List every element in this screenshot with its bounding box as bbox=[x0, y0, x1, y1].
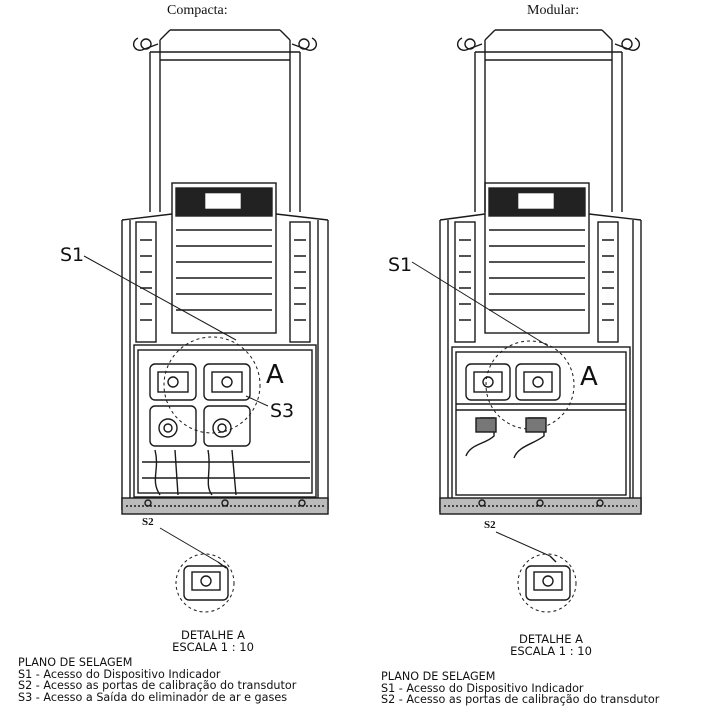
plan-item-s1: S1 - Acesso do Dispositivo Indicador bbox=[18, 667, 221, 681]
sealing-plan-compacta: PLANO DE SELAGEM S1 - Acesso do Disposit… bbox=[18, 657, 296, 703]
detail-scale: ESCALA 1 : 10 bbox=[510, 644, 592, 658]
plan-item-s2: S2 - Acesso as portas de calibração do t… bbox=[381, 693, 660, 707]
label-a-modular: A bbox=[580, 362, 598, 392]
plan-title: PLANO DE SELAGEM bbox=[18, 656, 133, 669]
plan-item-s2: S2 - Acesso as portas de calibração do t… bbox=[18, 679, 297, 693]
label-s3-compacta: S3 bbox=[270, 400, 295, 422]
plan-item-s3: S3 - Acesso a Saída do eliminador de ar … bbox=[18, 690, 288, 704]
detail-title: DETALHE A bbox=[181, 628, 245, 642]
label-s1-compacta: S1 bbox=[60, 244, 85, 266]
label-s2-compacta: S2 bbox=[142, 516, 154, 528]
detail-a-modular bbox=[517, 553, 577, 613]
detail-caption-modular: DETALHE A ESCALA 1 : 10 bbox=[498, 633, 604, 657]
detail-scale: ESCALA 1 : 10 bbox=[172, 640, 254, 654]
detail-title: DETALHE A bbox=[519, 632, 583, 646]
heading-compacta: Compacta: bbox=[167, 3, 228, 18]
plan-title: PLANO DE SELAGEM bbox=[381, 670, 496, 683]
detail-caption-compacta: DETALHE A ESCALA 1 : 10 bbox=[160, 629, 266, 653]
plan-item-s1: S1 - Acesso do Dispositivo Indicador bbox=[381, 681, 584, 695]
label-s2-modular: S2 bbox=[484, 519, 496, 531]
modular-dispenser bbox=[439, 29, 642, 515]
label-a-compacta: A bbox=[266, 360, 284, 390]
sealing-plan-modular: PLANO DE SELAGEM S1 - Acesso do Disposit… bbox=[381, 671, 659, 706]
compacta-dispenser bbox=[121, 29, 329, 515]
label-s1-modular: S1 bbox=[388, 254, 413, 276]
heading-modular: Modular: bbox=[527, 3, 580, 18]
detail-a-compacta bbox=[175, 553, 235, 613]
